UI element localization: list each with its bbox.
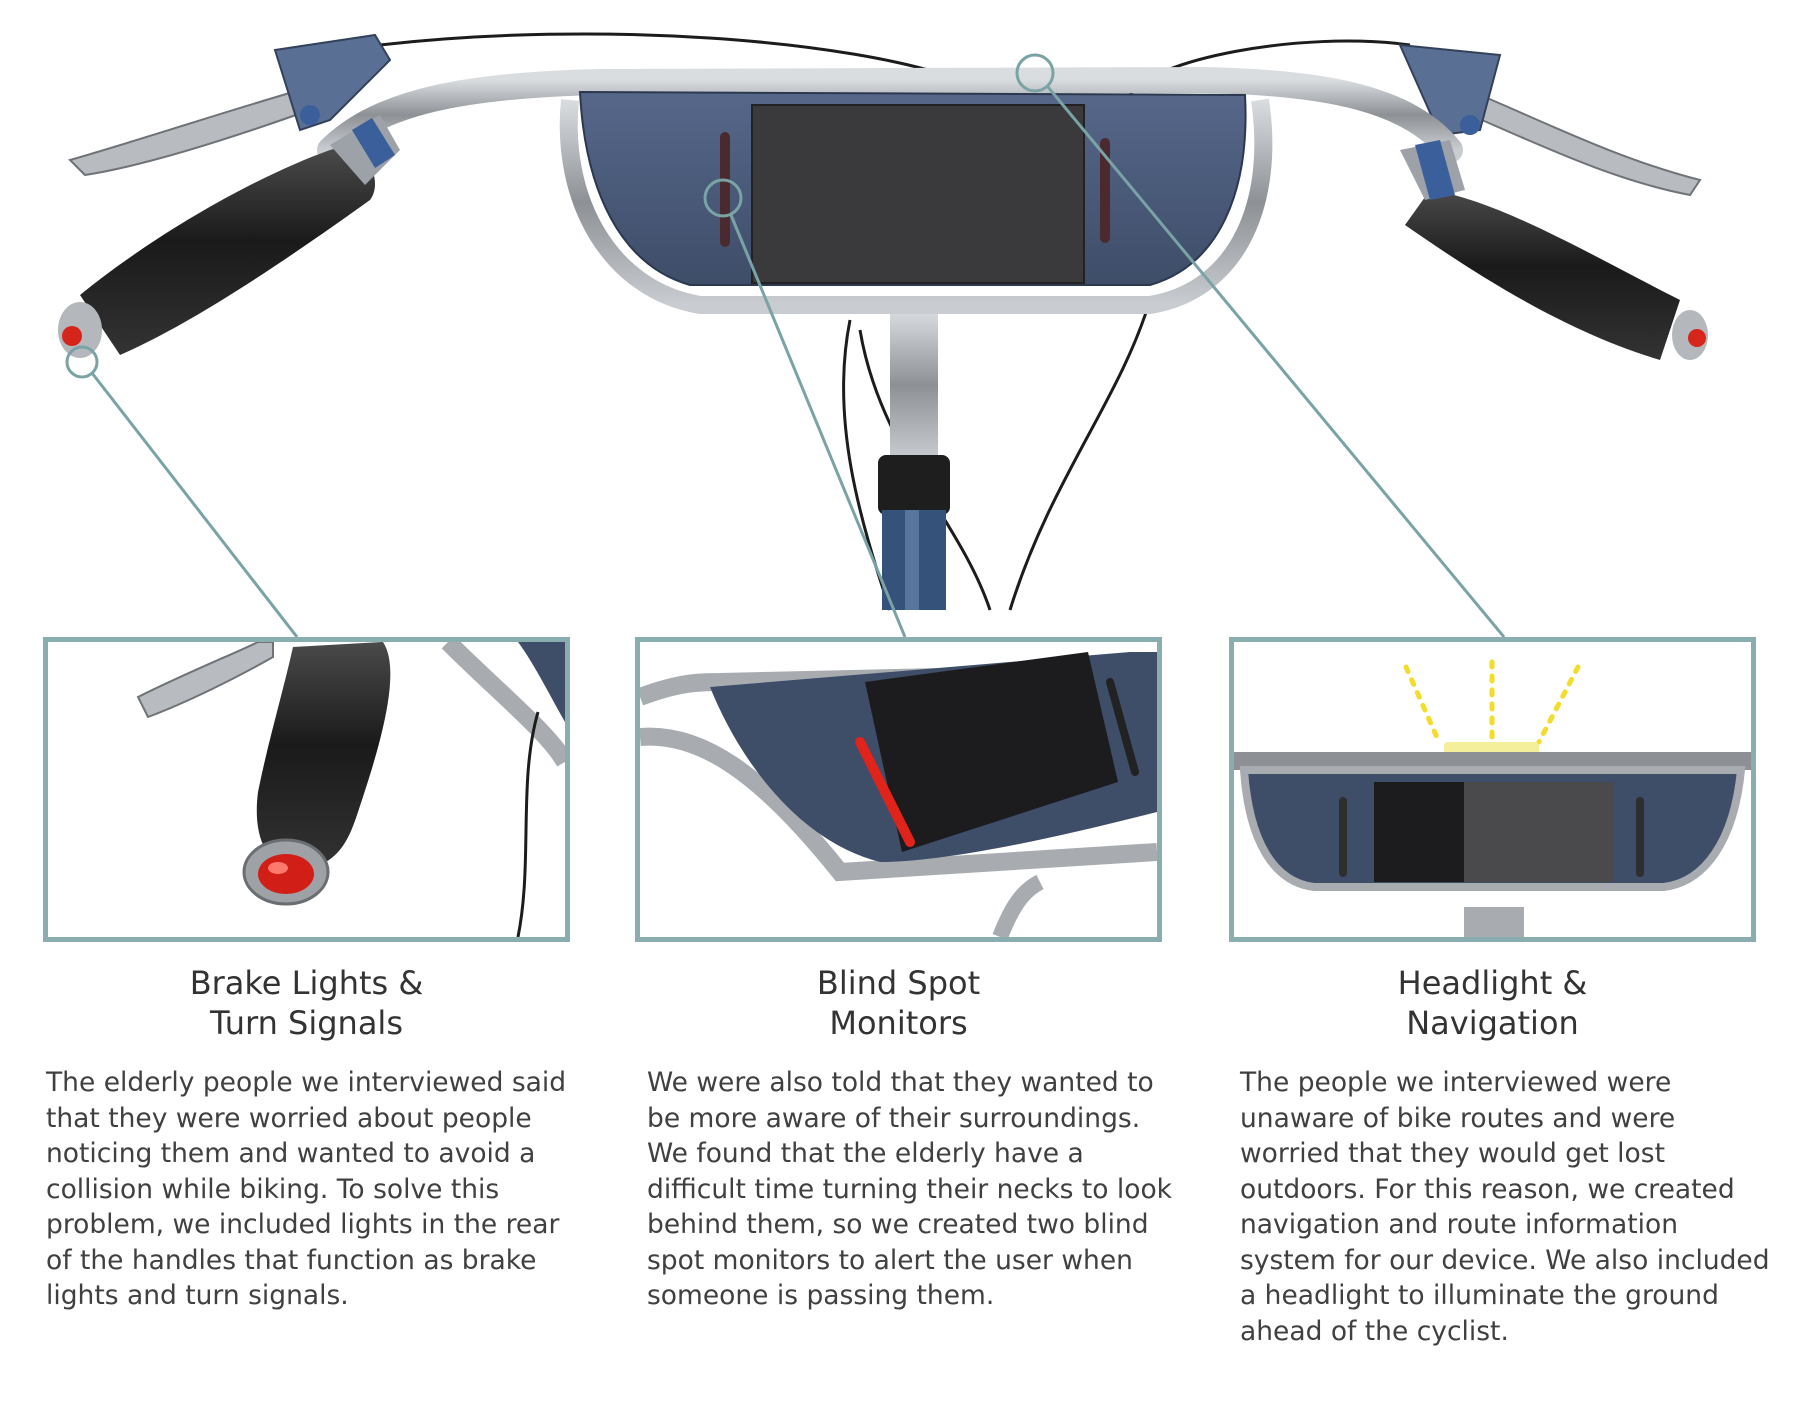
feature-title-headlight: Headlight & Navigation: [1229, 963, 1756, 1043]
left-brake-lever: [68, 33, 392, 177]
handlebar-illustration: [58, 32, 1708, 638]
feature-title-line: Brake Lights &: [189, 964, 424, 1002]
console-frame: [559, 98, 1273, 314]
feature-description-brake-lights: The elderly people we interviewed said t…: [46, 1067, 567, 1311]
blind-spot-closeup-panel: [635, 637, 1162, 942]
feature-title-line: Blind Spot: [816, 964, 981, 1002]
feature-description-headlight: The people we interviewed were unaware o…: [1240, 1067, 1770, 1347]
headlight-rays: [1403, 659, 1581, 745]
stem: [878, 310, 950, 610]
feature-title-line: Monitors: [829, 1004, 968, 1042]
blind-spot-closeup: [640, 652, 1157, 937]
right-blind-spot-light: [1100, 138, 1110, 243]
console-screen: [751, 104, 1085, 284]
feature-title-line: Turn Signals: [210, 1004, 403, 1042]
handlebar-tube: [317, 66, 1463, 163]
right-grip: [1400, 140, 1708, 360]
brake-light-closeup: [136, 642, 565, 937]
headlight-closeup-panel: [1229, 637, 1756, 942]
feature-title-line: Navigation: [1406, 1004, 1579, 1042]
feature-title-brake-lights: Brake Lights & Turn Signals: [43, 963, 570, 1043]
feature-title-line: Headlight &: [1397, 964, 1588, 1002]
right-brake-lever: [1398, 43, 1702, 197]
headlight-closeup: [1234, 659, 1751, 937]
feature-title-blind-spot: Blind Spot Monitors: [635, 963, 1162, 1043]
feature-description-blind-spot: We were also told that they wanted to be…: [647, 1067, 1173, 1311]
left-blind-spot-light: [720, 132, 730, 247]
callout-leaders: [65, 53, 1506, 638]
brake-light-closeup-panel: [43, 637, 570, 942]
left-grip: [58, 115, 400, 358]
